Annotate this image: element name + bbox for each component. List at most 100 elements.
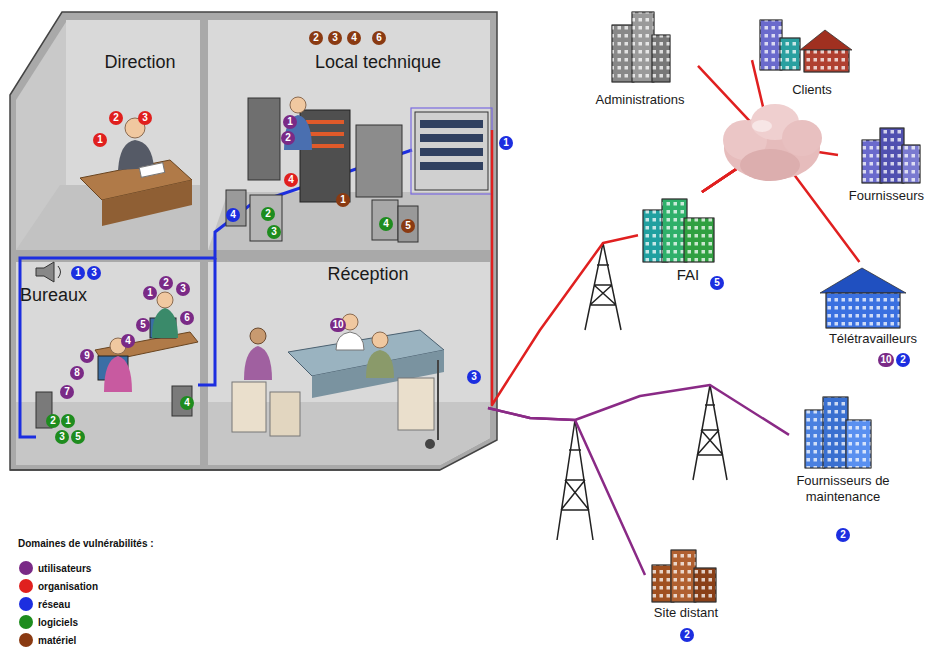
- callout-number: 2: [159, 276, 173, 290]
- building-icons-part: [862, 140, 882, 183]
- server-room-equipment-part: [226, 190, 246, 226]
- building-icons-part: [826, 293, 900, 328]
- server-room-equipment-part: [356, 125, 402, 197]
- building-icons-part: [694, 568, 716, 602]
- server-room-equipment-part: [420, 134, 483, 142]
- room-title: Direction: [104, 52, 175, 74]
- building-icons-part: [823, 397, 848, 468]
- callout-number: 3: [55, 430, 69, 444]
- legend-text: utilisateurs: [38, 563, 91, 574]
- room-area: Réception: [210, 262, 488, 467]
- antenna-towers-part: [693, 385, 727, 480]
- callout-number: 3: [467, 370, 481, 384]
- server-room-equipment-part: [420, 162, 483, 170]
- building-icons-part: [632, 12, 654, 82]
- callout-number: 6: [372, 31, 386, 45]
- server-room-equipment-part: [415, 112, 488, 190]
- building-icons-part: [671, 550, 696, 602]
- server-room-equipment-part: [250, 195, 282, 241]
- reception-furniture: [232, 314, 444, 449]
- building-icons-part: [652, 35, 670, 82]
- building-icons-part: [632, 12, 654, 82]
- callout-number: 2: [896, 353, 910, 367]
- building-icons-part: [800, 30, 852, 50]
- callout-number: 4: [121, 334, 135, 348]
- building-label: FAI: [677, 266, 700, 284]
- callout-number: 3: [176, 282, 190, 296]
- building-label: Fournisseurs: [849, 188, 924, 204]
- building-icons-part: [780, 38, 800, 70]
- callout-number: 2: [309, 31, 323, 45]
- building-icons-part: [804, 50, 849, 72]
- building-label: Administrations: [596, 92, 685, 108]
- internet-cloud-part: [740, 149, 800, 181]
- callout-number: 5: [71, 430, 85, 444]
- building-icons-part: [662, 199, 687, 262]
- callout-number: 1: [283, 115, 297, 129]
- server-room-equipment: [226, 97, 492, 242]
- building-icons-part: [880, 128, 904, 183]
- building-icon: Clients: [752, 6, 858, 101]
- building-icons-part: [652, 35, 670, 82]
- building-icons-part: [902, 145, 920, 183]
- building-icons-part: [805, 410, 825, 468]
- network-link: [488, 408, 645, 575]
- callout-number: 3: [138, 111, 152, 125]
- building-icon: Télétravailleurs: [815, 262, 926, 350]
- legend-swatch: [19, 579, 33, 593]
- server-room-equipment-part: [306, 132, 344, 136]
- reception-furniture-part: [336, 332, 364, 350]
- server-room-equipment-part: [411, 108, 492, 194]
- reception-furniture-part: [398, 378, 434, 430]
- network-link: [702, 145, 859, 262]
- building-walls-part: [16, 262, 200, 465]
- building-icons-part: [880, 128, 904, 183]
- building-icons-part: [902, 145, 920, 183]
- legend-swatch: [19, 597, 33, 611]
- legend-text: organisation: [38, 581, 98, 592]
- office-furniture-part: [104, 356, 132, 392]
- legend-text: réseau: [38, 599, 70, 610]
- server-room-equipment-part: [420, 148, 483, 156]
- callout-number: 1: [71, 266, 85, 280]
- building-icons-part: [820, 268, 906, 293]
- callout-number: 9: [80, 349, 94, 363]
- callout-number: 1: [499, 136, 513, 150]
- building-icons-part: [805, 410, 825, 468]
- legend-title: Domaines de vulnérabilités :: [18, 538, 154, 549]
- reception-furniture-part: [250, 328, 266, 344]
- legend-swatch: [19, 561, 33, 575]
- building-icons-part: [846, 420, 871, 468]
- network-cabling-part: [20, 150, 412, 437]
- direction-furniture-part: [139, 163, 165, 178]
- reception-furniture-part: [244, 346, 272, 380]
- office-furniture-part: [58, 266, 61, 278]
- reception-furniture-part: [372, 332, 388, 348]
- room-title: Réception: [327, 264, 408, 286]
- callout-number: 1: [336, 193, 350, 207]
- server-room-equipment-part: [420, 120, 483, 128]
- legend-swatch: [19, 615, 33, 629]
- server-room-equipment-part: [248, 98, 280, 180]
- callout-number: 1: [93, 133, 107, 147]
- network-cabling: [20, 150, 412, 437]
- building-icons-part: [780, 38, 800, 70]
- callout-number: 10: [878, 353, 893, 367]
- callout-number: 3: [87, 266, 101, 280]
- callout-number: 5: [136, 318, 150, 332]
- building-icons-part: [862, 140, 882, 183]
- legend-swatch: [19, 633, 33, 647]
- building-icons-part: [662, 199, 687, 262]
- internet-cloud-part: [782, 120, 822, 156]
- server-room-equipment-part: [398, 206, 418, 242]
- callout-number: 2: [46, 414, 60, 428]
- callout-number: 4: [347, 31, 361, 45]
- callout-number: 8: [70, 366, 84, 380]
- building-icons-part: [846, 420, 871, 468]
- reception-furniture-part: [270, 392, 300, 436]
- network-link: [492, 130, 638, 405]
- building-icon: Fournisseurs de maintenance: [789, 392, 897, 522]
- building-icons-part: [684, 218, 714, 262]
- callout-number: 2: [836, 528, 850, 542]
